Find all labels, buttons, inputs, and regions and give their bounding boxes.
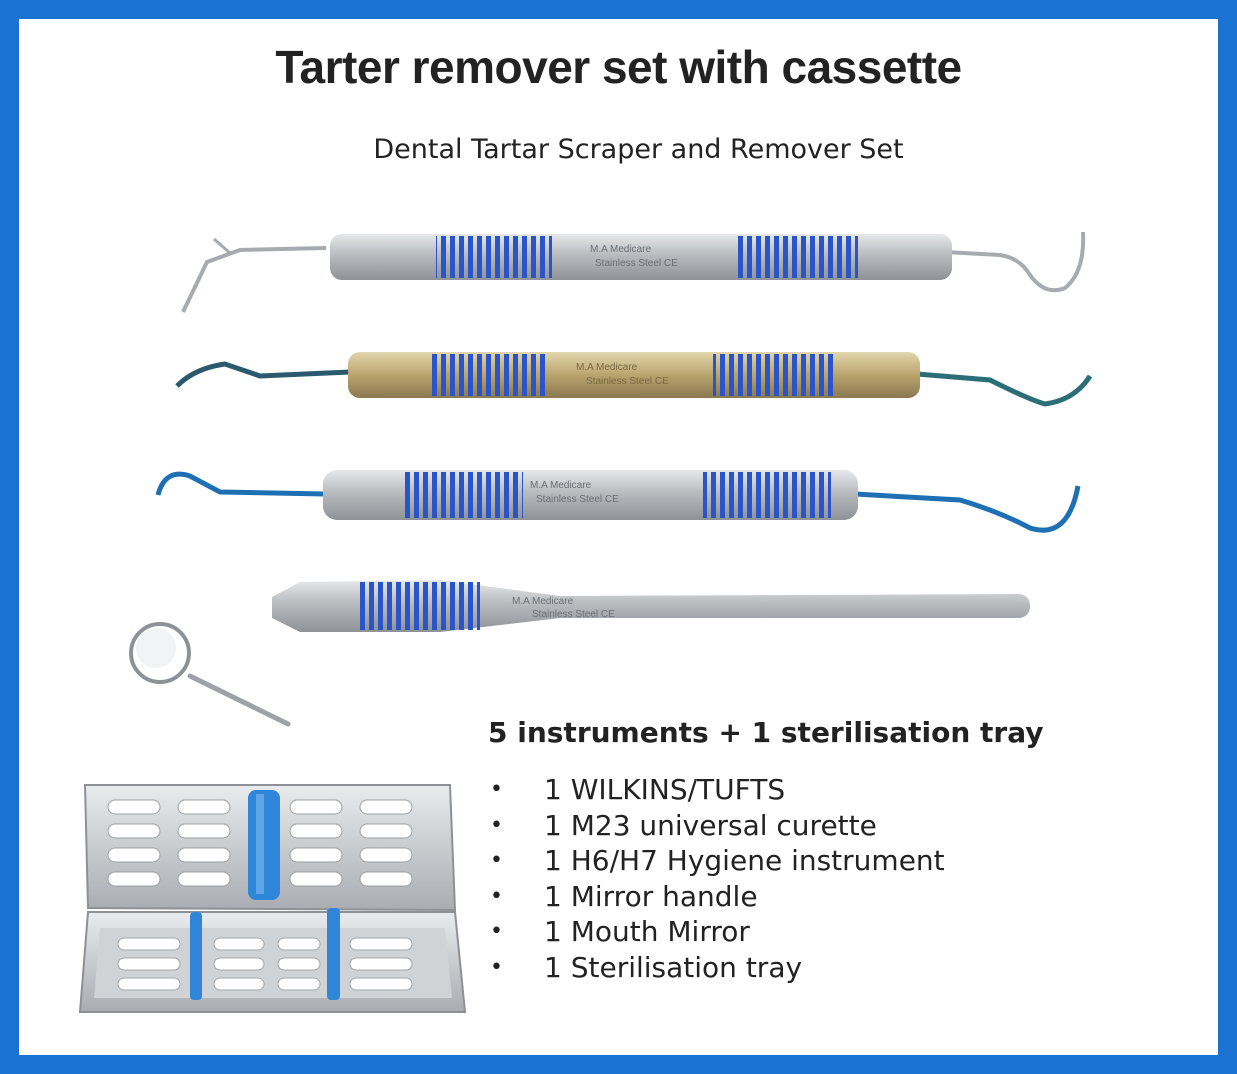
engraving-material-3: Stainless Steel CE [536, 494, 619, 505]
mouth-mirror [129, 622, 291, 727]
list-item: • 1 Sterilisation tray [488, 950, 945, 986]
instrument-h6-h7: M.A Medicare Stainless Steel CE [155, 470, 1081, 533]
bullet-icon: • [490, 848, 503, 873]
page-title: Tarter remover set with cassette [275, 41, 962, 93]
engraving-brand-4: M.A Medicare [512, 596, 574, 607]
list-item: • 1 WILKINS/TUFTS [488, 772, 945, 808]
engraving-material-4: Stainless Steel CE [532, 609, 615, 620]
engraving-material-1: Stainless Steel CE [595, 258, 678, 269]
bullet-icon: • [490, 919, 503, 944]
item-list: • 1 WILKINS/TUFTS • 1 M23 universal curett… [488, 772, 945, 985]
instrument-m23-curette: M.A Medicare Stainless Steel CE [175, 352, 1093, 407]
list-item: • 1 Mirror handle [488, 879, 945, 915]
item-label: 1 Sterilisation tray [544, 950, 803, 984]
sterilisation-tray [78, 784, 467, 1013]
item-label: 1 H6/H7 Hygiene instrument [544, 844, 945, 877]
list-item: • 1 Mouth Mirror [488, 914, 945, 950]
bullet-icon: • [490, 883, 503, 909]
engraving-brand-3: M.A Medicare [530, 480, 592, 491]
page-subtitle: Dental Tartar Scraper and Remover Set [373, 134, 904, 165]
engraving-brand-2: M.A Medicare [576, 362, 638, 373]
list-item: • 1 H6/H7 Hygiene instrument [488, 843, 945, 879]
engraving-material-2: Stainless Steel CE [586, 376, 669, 387]
set-heading: 5 instruments + 1 sterilisation tray [488, 716, 1044, 749]
engraving-brand-1: M.A Medicare [590, 244, 652, 255]
item-label: 1 Mirror handle [544, 879, 758, 913]
list-item: • 1 M23 universal curette [488, 808, 945, 844]
item-label: 1 Mouth Mirror [544, 915, 750, 948]
bullet-icon: • [490, 777, 503, 802]
item-label: 1 M23 universal curette [544, 808, 877, 842]
item-label: 1 WILKINS/TUFTS [544, 773, 786, 806]
bullet-icon: • [490, 954, 503, 980]
instrument-mirror-handle: M.A Medicare Stainless Steel CE [272, 580, 1030, 632]
instrument-wilkins-tufts: M.A Medicare Stainless Steel CE [181, 231, 1086, 313]
bullet-icon: • [490, 812, 503, 838]
